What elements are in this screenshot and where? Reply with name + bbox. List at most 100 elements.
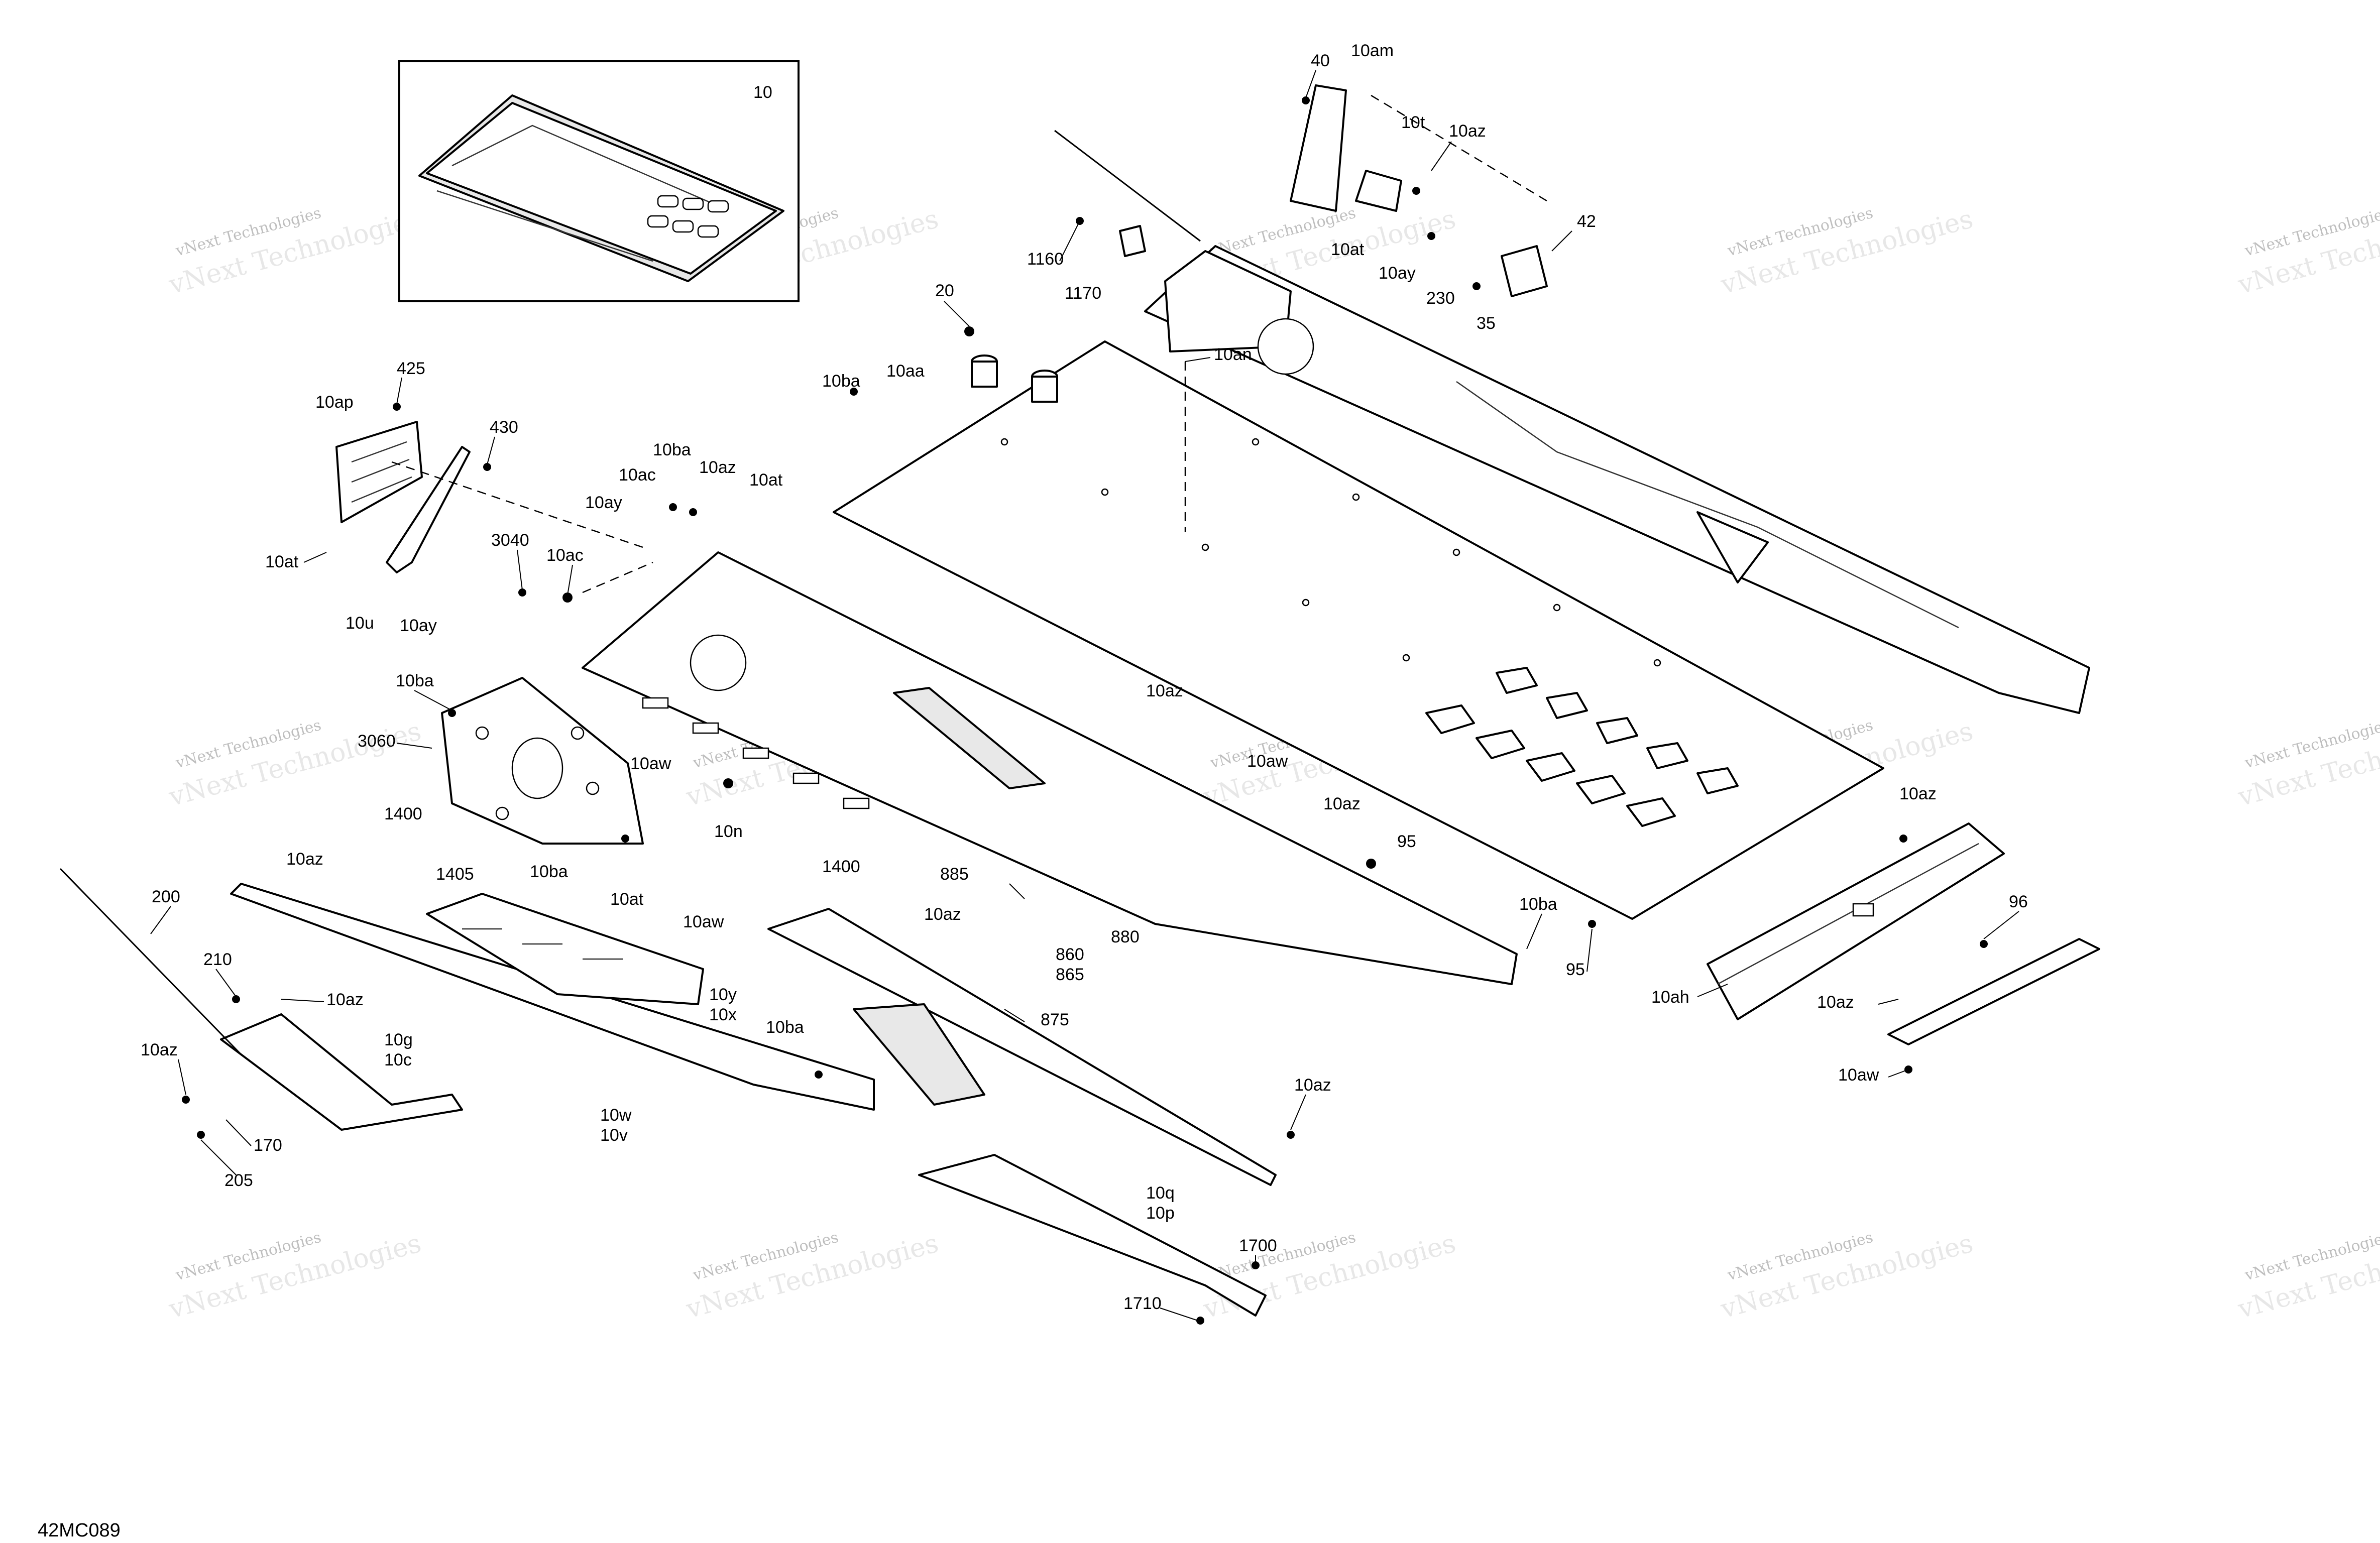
callout-labels: 10am 40 10t 10az 42 10at 10ay 230 35 116… <box>141 41 2028 1313</box>
rear-channel <box>1707 822 2005 1020</box>
callout-10aw-c: 10aw <box>1247 752 1288 771</box>
callout-10ba-c: 10ba <box>396 671 434 690</box>
callout-10az-g: 10az <box>141 1040 178 1059</box>
callout-10v: 10v <box>600 1126 628 1145</box>
tunnel-top-plate <box>833 340 1884 920</box>
callout-10ap: 10ap <box>315 393 354 412</box>
callout-425: 425 <box>397 359 425 378</box>
figure-id: 42MC089 <box>38 1520 121 1541</box>
callout-1170: 1170 <box>1065 284 1101 303</box>
mount-cylinders <box>971 354 1058 403</box>
callout-10ba-f: 10ba <box>766 1018 804 1037</box>
callout-10w: 10w <box>600 1106 632 1125</box>
callout-10aw-d: 10aw <box>1838 1065 1879 1085</box>
callout-1710: 1710 <box>1123 1294 1162 1313</box>
callout-10az-h: 10az <box>1294 1076 1331 1095</box>
watermark-14: vNext Technologies vNext Technologies <box>1717 1228 1976 1325</box>
callout-10ah: 10ah <box>1651 988 1689 1007</box>
callout-10at-b: 10at <box>749 470 783 490</box>
watermark-15: vNext Technologies vNext Technologies <box>2234 1228 2380 1325</box>
callout-1700: 1700 <box>1239 1236 1277 1255</box>
support-bar <box>386 446 471 573</box>
callout-10t: 10t <box>1401 113 1425 132</box>
right-running-board <box>767 908 1277 1186</box>
bulkhead-plate <box>441 677 644 845</box>
callout-10u: 10u <box>346 614 374 633</box>
callout-3060: 3060 <box>358 732 396 751</box>
callout-230: 230 <box>1426 289 1455 308</box>
callout-10at-c: 10at <box>610 890 644 909</box>
callout-10at: 10at <box>1331 240 1365 259</box>
callout-430: 430 <box>490 418 518 437</box>
right-side-rail <box>1054 130 2090 714</box>
callout-10az-b: 10az <box>1146 681 1183 700</box>
callout-95-b: 95 <box>1566 960 1585 979</box>
callout-10y: 10y <box>709 985 737 1004</box>
callout-10ac-b: 10ac <box>546 546 584 565</box>
grab-handle <box>918 1154 1267 1317</box>
callout-10am: 10am <box>1351 41 1394 60</box>
callout-860: 860 <box>1056 945 1084 964</box>
callout-10az-a: 10az <box>699 458 736 477</box>
watermark-12: vNext Technologies vNext Technologies <box>683 1228 941 1325</box>
top-brackets <box>1119 84 1548 297</box>
grille-panel <box>335 421 423 523</box>
callout-10az-c: 10az <box>1323 794 1361 813</box>
callout-96: 96 <box>2009 892 2028 911</box>
callout-20: 20 <box>935 281 954 300</box>
callout-3040: 3040 <box>491 531 529 550</box>
callout-10aa: 10aa <box>886 362 925 381</box>
plate-holes <box>1000 438 1661 667</box>
callout-10az-j: 10az <box>1817 993 1854 1012</box>
callout-10ay-b: 10ay <box>585 493 622 512</box>
callout-10aw-b: 10aw <box>683 912 724 931</box>
callout-95-a: 95 <box>1397 832 1416 851</box>
callout-10g: 10g <box>384 1030 413 1049</box>
callout-1160: 1160 <box>1027 250 1064 269</box>
callout-10az-e: 10az <box>286 850 323 869</box>
lower-left-bracket <box>59 868 463 1131</box>
callout-10ac-a: 10ac <box>619 465 656 485</box>
inset-label: 10 <box>753 83 772 102</box>
watermark-4: vNext Technologies vNext Technologies <box>1717 204 1976 300</box>
left-side-rail <box>582 551 1518 985</box>
callout-210: 210 <box>203 950 232 969</box>
callout-10az-f: 10az <box>326 990 364 1009</box>
callout-10aw-a: 10aw <box>630 754 671 773</box>
callout-10q: 10q <box>1146 1183 1175 1203</box>
leader-lines <box>150 70 2019 1321</box>
callout-875: 875 <box>1041 1010 1069 1029</box>
left-running-board <box>230 883 875 1111</box>
callout-205: 205 <box>224 1171 253 1190</box>
watermark-1: vNext Technologies vNext Technologies <box>165 204 424 300</box>
callout-10ba-e: 10ba <box>1519 895 1557 914</box>
callout-885: 885 <box>940 865 969 884</box>
inset-slots <box>647 195 729 238</box>
left-rail-slots <box>642 697 870 809</box>
fasteners <box>182 96 1988 1325</box>
rear-bracket <box>1887 938 2100 1045</box>
watermark-5: vNext Technologies vNext Technologies <box>2234 204 2380 300</box>
tunnel-vent-slots <box>1425 667 1739 827</box>
callout-40: 40 <box>1311 51 1330 70</box>
callout-10ba-a: 10ba <box>822 372 860 391</box>
foot-bracket <box>426 893 704 1005</box>
callout-1400-b: 1400 <box>822 857 860 876</box>
callout-1400-a: 1400 <box>384 804 422 823</box>
callout-10x: 10x <box>709 1005 737 1024</box>
callout-42: 42 <box>1577 212 1596 231</box>
watermark-6: vNext Technologies vNext Technologies <box>165 716 424 812</box>
callout-200: 200 <box>152 887 180 906</box>
callout-10n: 10n <box>714 822 743 841</box>
callout-35: 35 <box>1477 314 1496 333</box>
callout-10c: 10c <box>384 1050 412 1070</box>
callout-10at-a: 10at <box>265 552 299 571</box>
callout-865: 865 <box>1056 965 1084 984</box>
assembly-lines <box>391 94 1547 594</box>
inset-assembly: 10 <box>398 60 800 302</box>
watermark-11: vNext Technologies vNext Technologies <box>165 1228 424 1325</box>
callout-10an: 10an <box>1214 345 1252 364</box>
callout-10az: 10az <box>1449 122 1486 141</box>
callout-10az-i: 10az <box>1899 784 1937 803</box>
